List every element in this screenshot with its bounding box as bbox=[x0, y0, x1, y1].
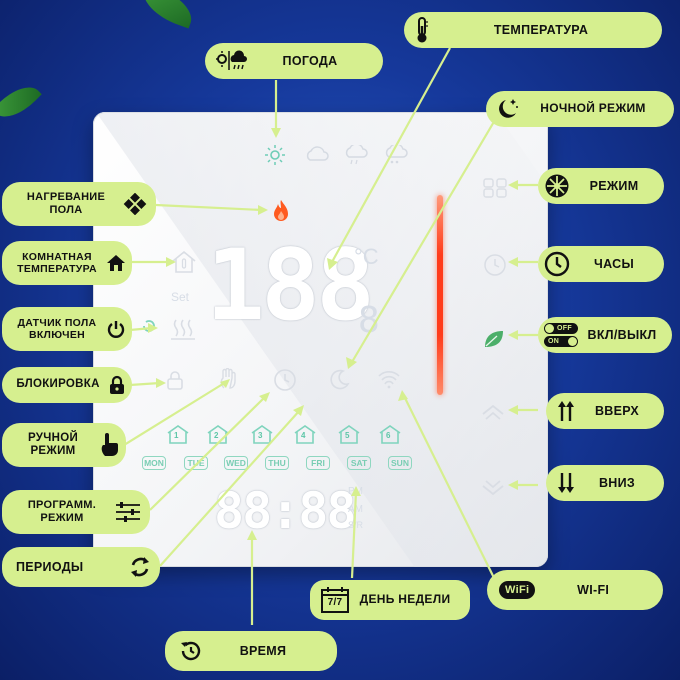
clock-label-icon bbox=[544, 251, 570, 277]
floor-sensor-icon bbox=[171, 319, 195, 340]
period-number: 4 bbox=[301, 431, 306, 440]
label-onoff: OFF ON ВКЛ/ВЫКЛ bbox=[538, 317, 672, 353]
floor-tiles-icon bbox=[122, 193, 148, 215]
label-periods-text: ПЕРИОДЫ bbox=[16, 559, 84, 574]
label-room-temp: КОМНАТНАЯ ТЕМПЕРАТУРА bbox=[2, 241, 132, 285]
period-number: 5 bbox=[345, 431, 350, 440]
weekday-thu: THU bbox=[265, 456, 289, 470]
house-icon bbox=[106, 253, 126, 273]
up-button-icon[interactable] bbox=[480, 402, 506, 422]
label-down: ВНИЗ bbox=[546, 465, 664, 501]
power-leaf-button-icon[interactable] bbox=[482, 328, 506, 350]
label-room-temp-text: КОМНАТНАЯ ТЕМПЕРАТУРА bbox=[17, 250, 97, 275]
label-lock-text: БЛОКИРОВКА bbox=[16, 378, 100, 391]
wifi-icon bbox=[378, 371, 400, 389]
label-wifi-text: WI-FI bbox=[577, 582, 610, 597]
label-program: ПРОГРАММ. РЕЖИМ bbox=[2, 490, 150, 534]
weather-icon bbox=[215, 50, 247, 72]
label-lock: БЛОКИРОВКА bbox=[2, 367, 132, 403]
calendar-badge: 7/7 bbox=[327, 597, 343, 608]
period-icon: 1 bbox=[166, 424, 190, 444]
label-manual: РУЧНОЙ РЕЖИМ bbox=[2, 423, 126, 467]
switch-off-badge: OFF bbox=[544, 323, 578, 334]
label-periods: ПЕРИОДЫ bbox=[2, 547, 160, 587]
weekday-sat: SAT bbox=[347, 456, 371, 470]
label-weather: ПОГОДА bbox=[205, 43, 383, 79]
period-icon: 5 bbox=[337, 424, 361, 444]
period-number: 6 bbox=[386, 431, 391, 440]
label-wifi: WiFi WI-FI bbox=[487, 570, 663, 610]
label-night-mode-text: НОЧНОЙ РЕЖИМ bbox=[540, 101, 646, 116]
period-number: 2 bbox=[214, 431, 219, 440]
power-icon bbox=[106, 319, 126, 339]
label-mode: РЕЖИМ bbox=[538, 168, 664, 204]
label-temperature: ТЕМПЕРАТУРА bbox=[404, 12, 662, 48]
label-weekday: 7/7 ДЕНЬ НЕДЕЛИ bbox=[310, 580, 470, 620]
label-heating-text: НАГРЕВАНИЕ ПОЛА bbox=[26, 191, 106, 216]
label-manual-text: РУЧНОЙ РЕЖИМ bbox=[27, 431, 79, 457]
heating-level-bar bbox=[437, 195, 443, 395]
arrows-up-icon bbox=[554, 399, 578, 423]
label-floor-sensor: ДАТЧИК ПОЛА ВКЛЮЧЕН bbox=[2, 307, 132, 351]
label-program-text: ПРОГРАММ. РЕЖИМ bbox=[27, 499, 97, 524]
temperature-decimal: 8 bbox=[358, 300, 380, 341]
time-digits: 88:88 bbox=[214, 482, 357, 540]
wifi-badge-icon: WiFi bbox=[499, 581, 536, 599]
label-night-mode: НОЧНОЙ РЕЖИМ bbox=[486, 91, 674, 127]
period-number: 1 bbox=[174, 431, 179, 440]
label-time-text: ВРЕМЯ bbox=[239, 643, 287, 658]
toggle-switch-icon: OFF ON bbox=[544, 323, 578, 347]
down-button-icon[interactable] bbox=[480, 478, 506, 498]
temperature-digits: 188 bbox=[206, 229, 375, 343]
label-time: ВРЕМЯ bbox=[165, 631, 337, 671]
label-floor-sensor-text: ДАТЧИК ПОЛА ВКЛЮЧЕН bbox=[17, 316, 97, 341]
period-number: 3 bbox=[258, 431, 263, 440]
weekday-mon: MON bbox=[142, 456, 166, 470]
fan-icon bbox=[544, 173, 570, 199]
hand-pointer-icon bbox=[98, 432, 120, 458]
label-heating: НАГРЕВАНИЕ ПОЛА bbox=[2, 182, 156, 226]
period-icon: 3 bbox=[250, 424, 274, 444]
weekday-tue: TUE bbox=[184, 456, 208, 470]
weekday-wed: WED bbox=[224, 456, 248, 470]
label-clock: ЧАСЫ bbox=[538, 246, 664, 282]
calendar-icon: 7/7 bbox=[320, 586, 350, 614]
label-onoff-text: ВКЛ/ВЫКЛ bbox=[587, 327, 657, 342]
label-clock-text: ЧАСЫ bbox=[594, 256, 634, 271]
manual-hand-icon bbox=[220, 368, 236, 389]
moon-stars-icon bbox=[494, 97, 520, 121]
temperature-unit: °C bbox=[354, 244, 379, 269]
history-clock-icon bbox=[179, 639, 203, 663]
padlock-icon bbox=[108, 375, 126, 395]
weekday-fri: FRI bbox=[306, 456, 330, 470]
set-label: Set bbox=[171, 290, 190, 304]
label-up: ВВЕРХ bbox=[546, 393, 664, 429]
thermometer-icon bbox=[414, 16, 430, 44]
sliders-icon bbox=[114, 501, 142, 523]
flame-icon bbox=[274, 200, 288, 221]
clock-button-icon[interactable] bbox=[483, 253, 507, 277]
label-temperature-text: ТЕМПЕРАТУРА bbox=[493, 22, 589, 37]
period-icon: 6 bbox=[378, 424, 402, 444]
lock-icon bbox=[167, 371, 183, 390]
label-down-text: ВНИЗ bbox=[598, 475, 636, 490]
cloud-icon bbox=[306, 146, 329, 161]
cycle-arrows-icon bbox=[128, 555, 152, 579]
snow-cloud-icon bbox=[385, 145, 408, 164]
room-thermometer-icon bbox=[172, 250, 196, 273]
period-icon: 4 bbox=[293, 424, 317, 444]
rain-cloud-icon bbox=[345, 145, 368, 165]
label-weekday-text: ДЕНЬ НЕДЕЛИ bbox=[359, 592, 451, 607]
arrows-down-icon bbox=[554, 471, 578, 495]
weekday-sun: SUN bbox=[388, 456, 412, 470]
label-weather-text: ПОГОДА bbox=[282, 53, 338, 68]
moon-icon bbox=[330, 369, 350, 390]
switch-on-badge: ON bbox=[544, 336, 578, 347]
label-mode-text: РЕЖИМ bbox=[589, 178, 639, 193]
clock-icon bbox=[274, 369, 296, 391]
mode-button-icon[interactable] bbox=[482, 177, 508, 199]
label-up-text: ВВЕРХ bbox=[594, 403, 640, 418]
sun-icon bbox=[265, 145, 285, 165]
